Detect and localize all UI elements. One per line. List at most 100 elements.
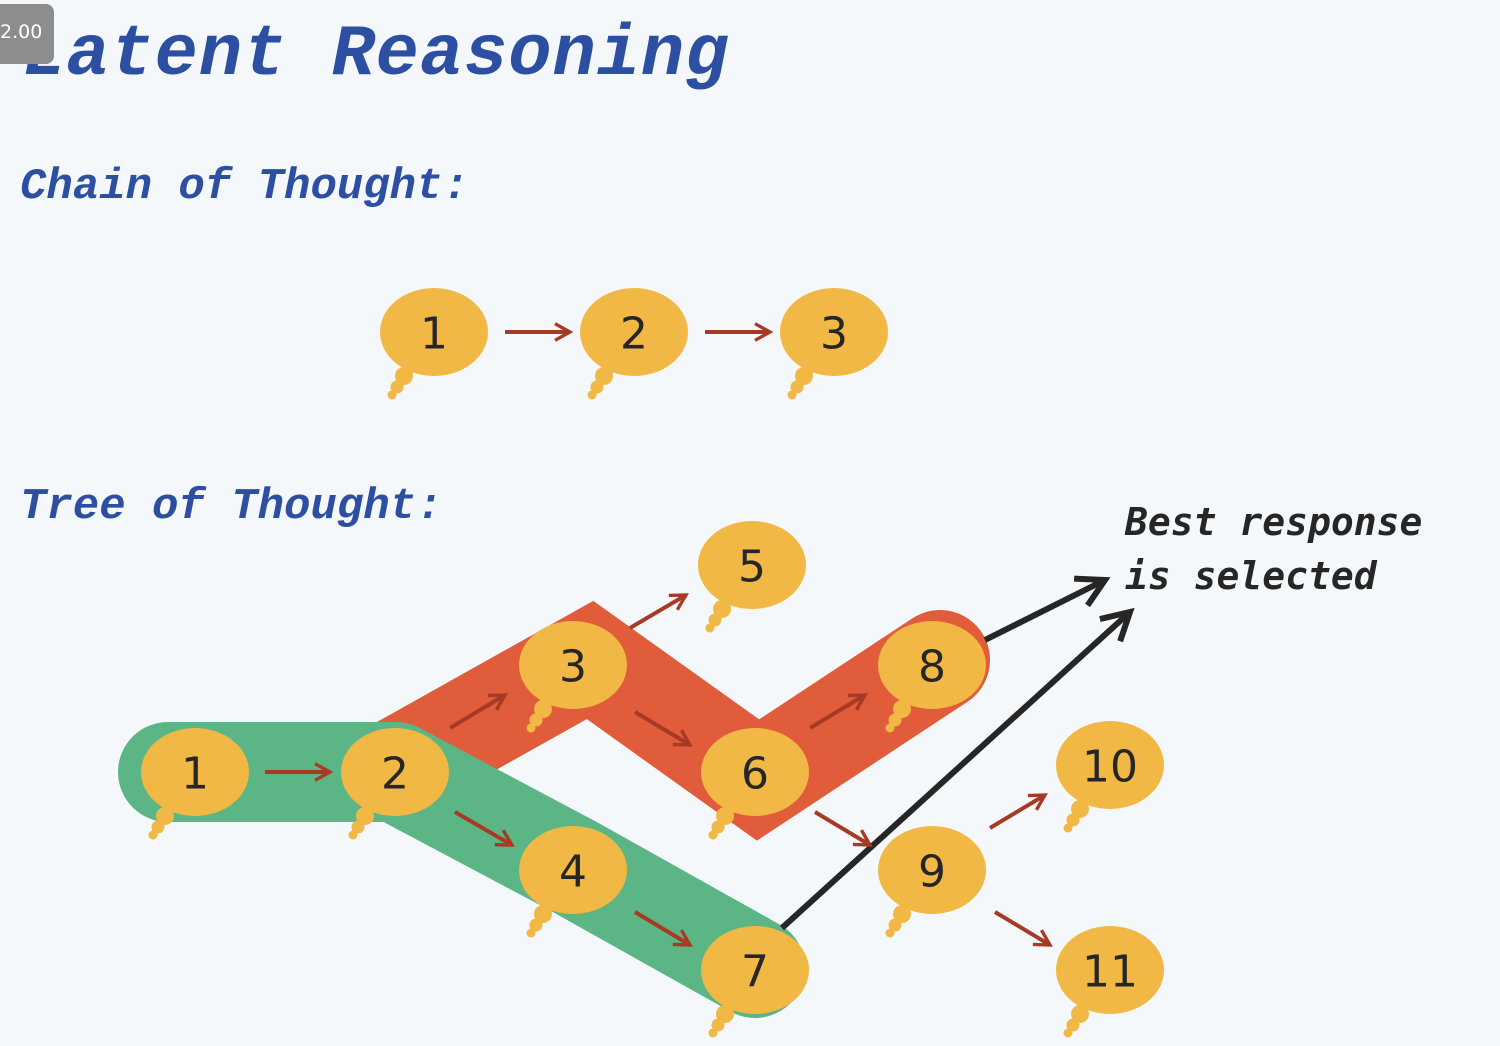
- tree-thought-bubble: 7: [701, 926, 809, 1038]
- bubble-tail-dot: [711, 1018, 725, 1032]
- bubble-number-label: 4: [559, 847, 587, 898]
- bubble-tail-dot: [716, 1005, 734, 1023]
- bubble-tail-dot: [148, 830, 158, 840]
- bubble-body: [701, 926, 809, 1014]
- bubble-body: [1056, 721, 1164, 809]
- tree-thought-bubble: 11: [1056, 926, 1164, 1038]
- bubble-tail-dot: [708, 830, 718, 840]
- bubble-tail-dot: [151, 820, 165, 834]
- bubble-tail-dot: [526, 723, 536, 733]
- tree-thought-bubble: 3: [519, 621, 627, 733]
- tree-thought-bubble: 4: [519, 826, 627, 938]
- bubble-number-label: 3: [820, 309, 848, 360]
- bubble-tail-dot: [534, 700, 552, 718]
- chain-thought-bubble: 1: [380, 288, 488, 400]
- bubble-number-label: 3: [559, 642, 587, 693]
- bubble-number-label: 1: [181, 749, 209, 800]
- bubble-tail-dot: [893, 905, 911, 923]
- bubble-tail-dot: [587, 390, 597, 400]
- selection-arrows: [779, 580, 1130, 931]
- selection-arrow-from-7: [779, 612, 1130, 931]
- bubble-tail-dot: [590, 380, 604, 394]
- annotation-line-2: is selected: [1125, 554, 1378, 598]
- bubble-tail-dot: [716, 807, 734, 825]
- bubble-tail-dot: [595, 367, 613, 385]
- bubble-body: [519, 826, 627, 914]
- page-title: Latent Reasoning: [22, 14, 730, 96]
- tree-arrow-2-4: [453, 810, 512, 847]
- tree-bubbles: 1 2 3 4 5 6 7 8 9 10 11: [141, 521, 1164, 1038]
- bubble-tail-dot: [1071, 800, 1089, 818]
- tree-thought-bubble: 8: [878, 621, 986, 733]
- bubble-tail-dot: [713, 600, 731, 618]
- bubble-tail-dot: [390, 380, 404, 394]
- tree-arrow-9-10: [988, 795, 1045, 830]
- bubble-tail-dot: [529, 918, 543, 932]
- bubble-body: [878, 826, 986, 914]
- bubble-body: [698, 521, 806, 609]
- bubble-number-label: 5: [738, 542, 766, 593]
- bubble-tail-dot: [787, 390, 797, 400]
- chain-of-thought-heading: Chain of Thought:: [20, 162, 469, 212]
- tree-arrow-6-8: [808, 695, 865, 730]
- bubble-tail-dot: [356, 807, 374, 825]
- bubble-number-label: 2: [381, 749, 409, 800]
- bubble-tail-dot: [795, 367, 813, 385]
- tree-arrow-9-11: [993, 910, 1050, 945]
- bubble-tail-dot: [885, 928, 895, 938]
- bubble-tail-dot: [711, 820, 725, 834]
- tree-of-thought-heading: Tree of Thought:: [20, 482, 443, 532]
- zoom-level-badge: 2.00: [0, 4, 54, 64]
- bubble-tail-dot: [1066, 1018, 1080, 1032]
- bubble-tail-dot: [526, 928, 536, 938]
- tree-arrow-2-3: [448, 695, 505, 730]
- tree-arrows: [265, 595, 1050, 945]
- bubble-tail-dot: [1063, 823, 1073, 833]
- bubble-body: [780, 288, 888, 376]
- bubble-body: [380, 288, 488, 376]
- tree-thought-bubble: 9: [878, 826, 986, 938]
- selection-arrow-from-8: [983, 580, 1105, 643]
- bubble-tail-dot: [708, 1028, 718, 1038]
- chain-thought-bubble: 3: [780, 288, 888, 400]
- bubble-tail-dot: [893, 700, 911, 718]
- bubble-tail-dot: [888, 713, 902, 727]
- tree-arrow-3-5: [628, 595, 686, 630]
- bubble-tail-dot: [885, 723, 895, 733]
- tree-thought-bubble: 1: [141, 728, 249, 840]
- tree-arrow-3-6: [633, 710, 690, 745]
- bubble-body: [878, 621, 986, 709]
- bubble-tail-dot: [1066, 813, 1080, 827]
- bubble-body: [580, 288, 688, 376]
- chain-bubbles: 1 2 3: [380, 288, 888, 400]
- green-highlight-path: [118, 722, 805, 1018]
- chain-thought-bubble: 2: [580, 288, 688, 400]
- bubble-tail-dot: [387, 390, 397, 400]
- bubble-number-label: 2: [620, 309, 648, 360]
- bubble-number-label: 1: [420, 309, 448, 360]
- bubble-body: [519, 621, 627, 709]
- bubble-tail-dot: [1063, 1028, 1073, 1038]
- bubble-number-label: 11: [1082, 947, 1138, 998]
- tree-thought-bubble: 10: [1056, 721, 1164, 833]
- bubble-tail-dot: [888, 918, 902, 932]
- tree-arrow-6-9: [813, 810, 870, 845]
- annotation-line-1: Best response: [1124, 500, 1422, 544]
- bubble-body: [341, 728, 449, 816]
- red-highlight-path: [340, 600, 990, 841]
- tree-arrow-4-7: [633, 910, 690, 945]
- bubble-number-label: 7: [741, 947, 769, 998]
- bubble-number-label: 6: [741, 749, 769, 800]
- bubble-number-label: 8: [918, 642, 946, 693]
- bubble-tail-dot: [156, 807, 174, 825]
- tree-thought-bubble: 6: [701, 728, 809, 840]
- bubble-tail-dot: [705, 623, 715, 633]
- tree-highlight-paths: [118, 600, 990, 1018]
- tree-thought-bubble: 5: [698, 521, 806, 633]
- bubble-body: [701, 728, 809, 816]
- bubble-body: [141, 728, 249, 816]
- bubble-tail-dot: [529, 713, 543, 727]
- bubble-number-label: 10: [1082, 742, 1138, 793]
- bubble-tail-dot: [790, 380, 804, 394]
